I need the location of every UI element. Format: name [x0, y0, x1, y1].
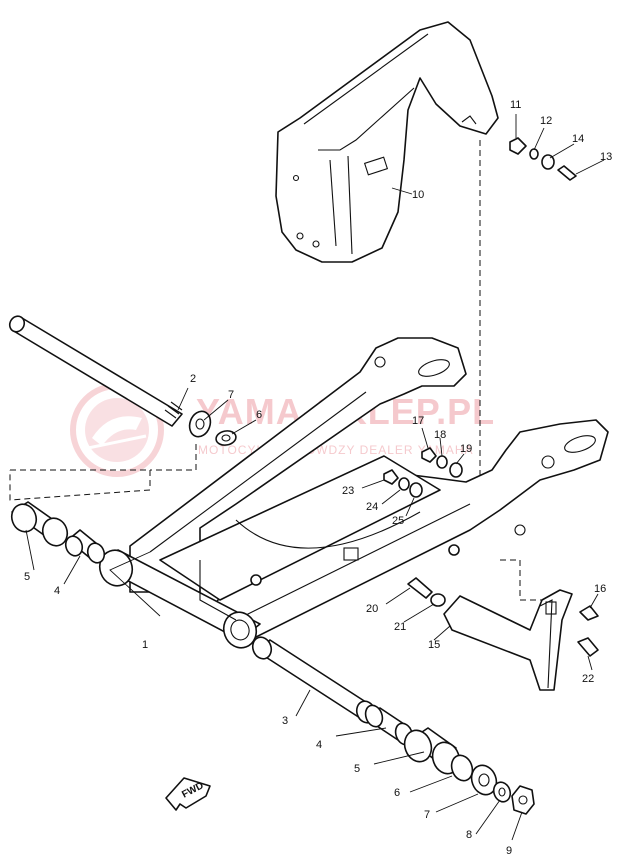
- callout-19: 19: [460, 443, 472, 455]
- washer-lower: [492, 781, 512, 803]
- bushing-left: [10, 501, 69, 547]
- thrust-cover-upper: [188, 410, 212, 438]
- callout-6-upper: 6: [256, 409, 262, 421]
- callout-12: 12: [540, 115, 552, 127]
- thrust-cover-upper-hole: [195, 418, 205, 430]
- seal-lower: [450, 754, 474, 782]
- callout-22: 22: [582, 673, 594, 685]
- callouts: 2 7 6 1 5 4 3 4 5 6 7 8 9 10 11 12 14 13…: [24, 99, 612, 857]
- callout-2: 2: [190, 373, 196, 385]
- bracket-bolts: [407, 577, 599, 657]
- callout-24: 24: [366, 501, 378, 513]
- collar-left: [64, 529, 106, 564]
- leader-lines: [25, 114, 605, 841]
- callout-16: 16: [594, 583, 606, 595]
- callout-11: 11: [510, 99, 521, 111]
- callout-25: 25: [392, 515, 404, 527]
- swing-arm: [98, 337, 609, 649]
- callout-5-upper: 5: [24, 571, 30, 583]
- callout-17: 17: [412, 415, 424, 427]
- callout-13: 13: [600, 151, 612, 163]
- callout-23: 23: [342, 485, 354, 497]
- arm-fasteners: [383, 447, 463, 498]
- callout-21: 21: [394, 621, 406, 633]
- nut-lower: [511, 785, 535, 815]
- callout-1: 1: [142, 639, 148, 651]
- callout-20: 20: [366, 603, 378, 615]
- washer-upper: [215, 430, 237, 446]
- pivot-collar-tube: [251, 636, 377, 724]
- callout-5-lower: 5: [354, 763, 360, 775]
- chain-case-bracket: [443, 589, 573, 691]
- callout-9: 9: [506, 845, 512, 857]
- callout-6-lower: 6: [394, 787, 400, 799]
- callout-8: 8: [466, 829, 472, 841]
- callout-4-lower: 4: [316, 739, 322, 751]
- guide-line-pivot: [9, 469, 151, 501]
- callout-7-upper: 7: [228, 389, 234, 401]
- callout-7-lower: 7: [424, 809, 430, 821]
- thrust-cover-lower: [470, 764, 498, 796]
- chain-guard: [275, 21, 499, 263]
- callout-10: 10: [412, 189, 424, 201]
- callout-18: 18: [434, 429, 446, 441]
- callout-14: 14: [572, 133, 584, 145]
- fwd-direction-icon: FWD: [165, 777, 211, 811]
- pivot-shaft: [8, 315, 183, 427]
- callout-3: 3: [282, 715, 288, 727]
- chain-guard-fasteners: [509, 137, 577, 181]
- callout-4-upper: 4: [54, 585, 60, 597]
- callout-15: 15: [428, 639, 440, 651]
